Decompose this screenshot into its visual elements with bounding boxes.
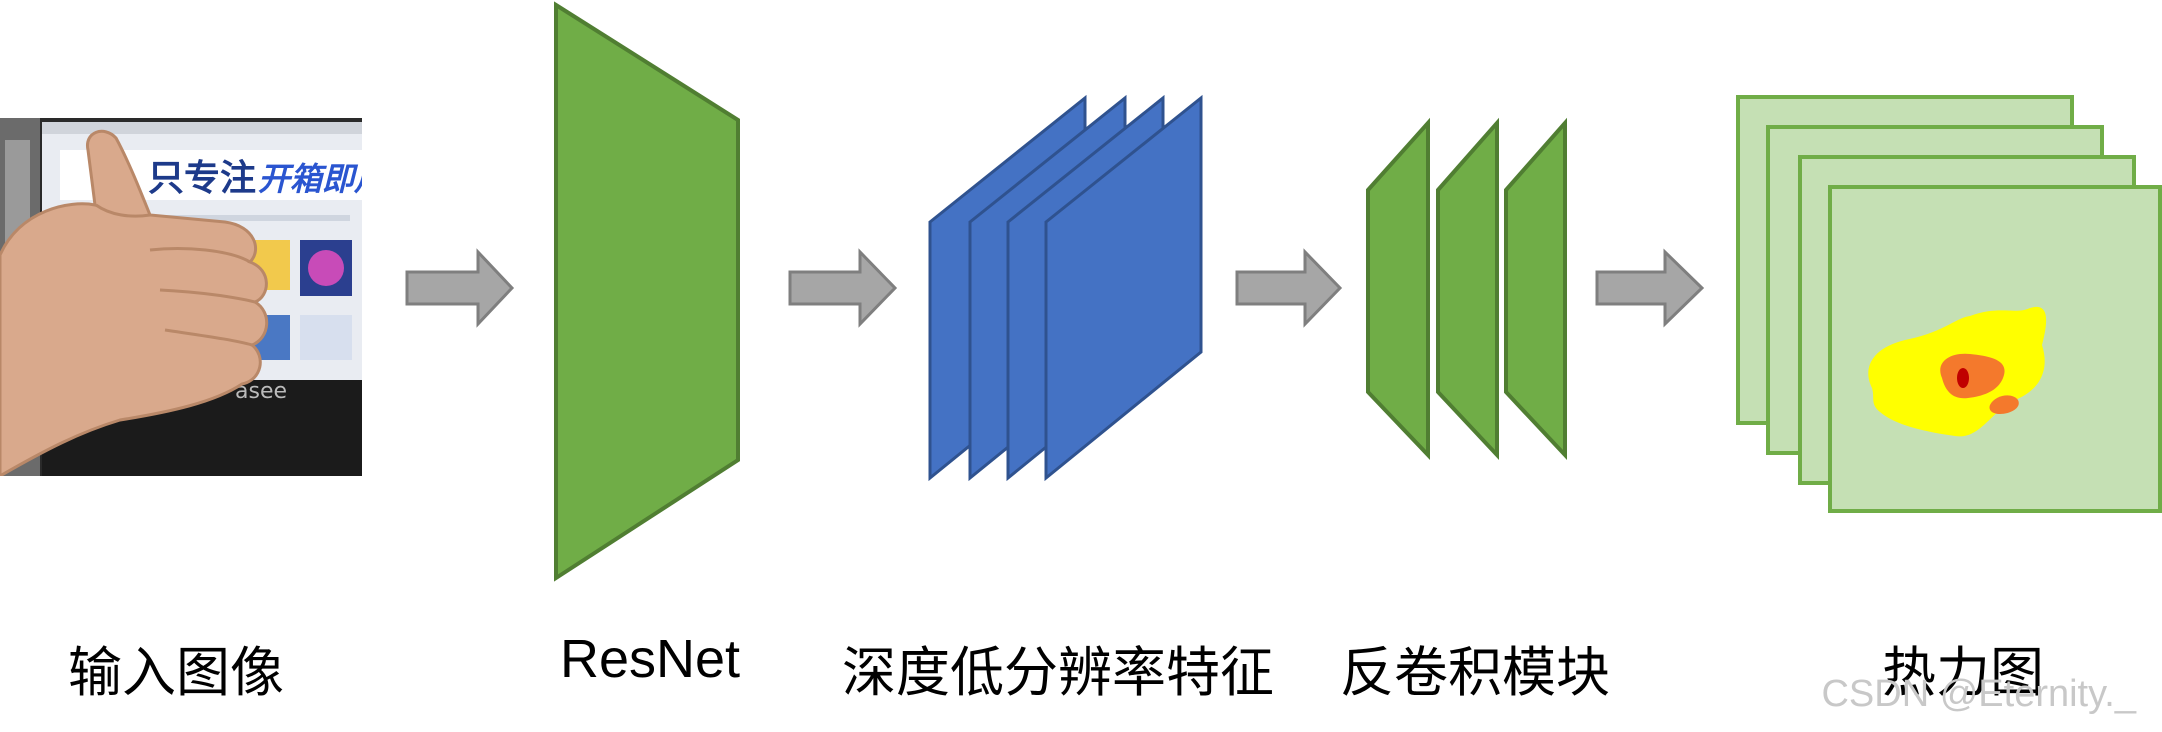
feature-map-4	[1044, 94, 1203, 482]
label-input-image: 输入图像	[68, 641, 284, 704]
label-resnet: ResNet	[560, 629, 741, 689]
arrow-2	[788, 248, 898, 328]
arrow-1	[405, 248, 515, 328]
deconv-block-2	[1436, 117, 1499, 461]
feature-map-stack	[928, 94, 1203, 482]
heatmap-stack	[1736, 95, 2162, 513]
heat-region-orange	[1940, 353, 2005, 399]
label-heatmap: 热力图	[1882, 641, 2044, 704]
arrow-3	[1235, 248, 1343, 328]
photo-screen-text-1: 只专注	[148, 158, 256, 199]
heat-region-red	[1957, 368, 1969, 388]
deconv-blocks	[1366, 117, 1567, 461]
resnet-block	[554, 1, 740, 582]
watermark: CSDN @Eternity._	[1821, 673, 2136, 715]
label-deconv: 反卷积模块	[1340, 641, 1610, 704]
label-features: 深度低分辨率特征	[842, 641, 1274, 704]
deconv-block-3	[1504, 117, 1567, 461]
photo-screen-text-2: 开箱即用	[258, 160, 390, 198]
input-photo: 只专注 开箱即用 asee	[0, 118, 390, 476]
deconv-block-1	[1366, 117, 1430, 460]
arrow-4	[1595, 248, 1705, 328]
heat-region-orange-small	[1989, 395, 2019, 414]
